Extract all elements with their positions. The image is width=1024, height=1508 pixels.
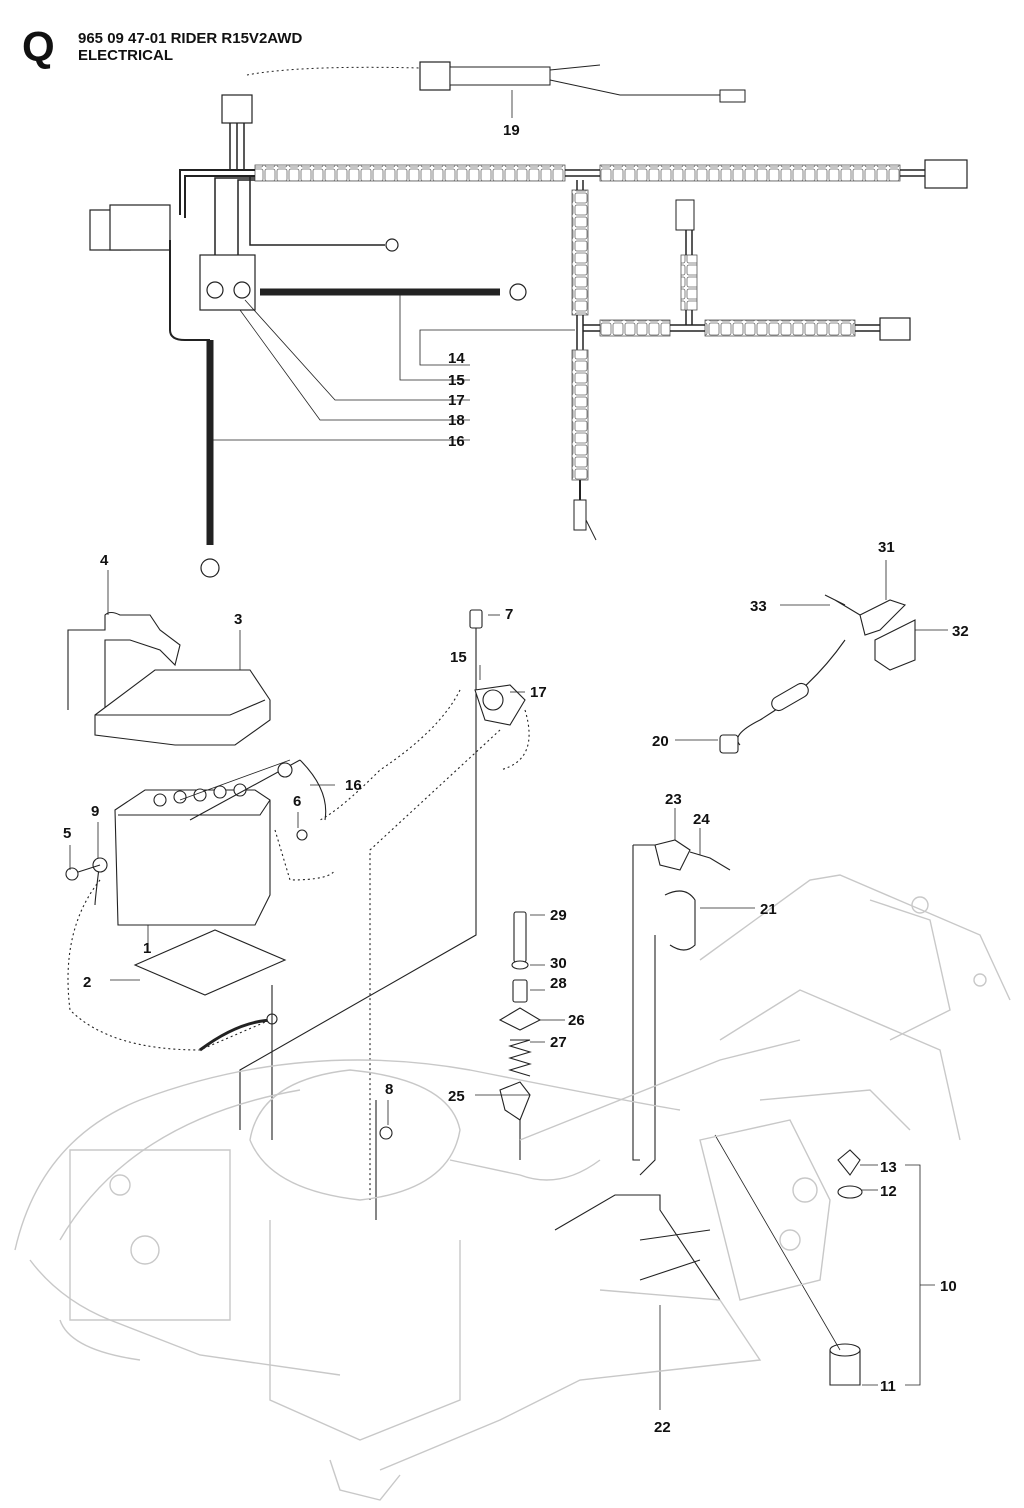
callout-7: 7 bbox=[505, 606, 513, 623]
callout-32: 32 bbox=[952, 623, 969, 640]
callout-16: 16 bbox=[345, 777, 362, 794]
callout-22: 22 bbox=[654, 1419, 671, 1436]
page-subtitle: ELECTRICAL bbox=[78, 47, 173, 64]
callout-6: 6 bbox=[293, 793, 301, 810]
chassis-outline bbox=[14, 874, 1011, 1501]
switch-group-right bbox=[554, 560, 948, 1410]
callout-3: 3 bbox=[234, 611, 242, 628]
callout-18: 18 bbox=[448, 412, 465, 429]
callout-8: 8 bbox=[385, 1081, 393, 1098]
callout-27: 27 bbox=[550, 1034, 567, 1051]
callout-9: 9 bbox=[91, 803, 99, 820]
callout-30: 30 bbox=[550, 955, 567, 972]
wiring-harness bbox=[89, 61, 968, 578]
model-title: 965 09 47-01 RIDER R15V2AWD bbox=[78, 30, 303, 47]
callout-5: 5 bbox=[63, 825, 71, 842]
callout-31: 31 bbox=[878, 539, 895, 556]
callout-12: 12 bbox=[880, 1183, 897, 1200]
callout-2: 2 bbox=[83, 974, 91, 991]
callout-29: 29 bbox=[550, 907, 567, 924]
callout-4: 4 bbox=[100, 552, 109, 569]
callout-1: 1 bbox=[143, 940, 151, 957]
seat-switch-group bbox=[475, 911, 565, 1160]
callout-23: 23 bbox=[665, 791, 682, 808]
callout-15-harness: 15 bbox=[448, 372, 465, 389]
callout-labels: 1 2 3 4 5 6 7 8 9 10 11 12 13 14 15 16 1… bbox=[63, 122, 969, 1436]
callout-25: 25 bbox=[448, 1088, 465, 1105]
callout-33: 33 bbox=[750, 598, 767, 615]
callout-15: 15 bbox=[448, 372, 465, 389]
callout-24: 24 bbox=[693, 811, 710, 828]
callout-20: 20 bbox=[652, 733, 669, 750]
callout-11: 11 bbox=[880, 1378, 896, 1395]
callout-10: 10 bbox=[940, 1278, 957, 1295]
callout-17-harness: 17 bbox=[448, 392, 465, 409]
callout-28: 28 bbox=[550, 975, 567, 992]
battery-group bbox=[65, 570, 336, 1140]
callout-17: 17 bbox=[530, 684, 547, 701]
callout-15-solenoid: 15 bbox=[450, 649, 467, 666]
callout-19: 19 bbox=[503, 122, 520, 139]
callout-13: 13 bbox=[880, 1159, 897, 1176]
callout-14: 14 bbox=[448, 350, 465, 367]
callout-21: 21 bbox=[760, 901, 777, 918]
callout-16-harness: 16 bbox=[448, 433, 465, 450]
callout-26: 26 bbox=[568, 1012, 585, 1029]
starter-solenoid-group bbox=[239, 609, 530, 1220]
section-letter: Q bbox=[22, 23, 55, 70]
